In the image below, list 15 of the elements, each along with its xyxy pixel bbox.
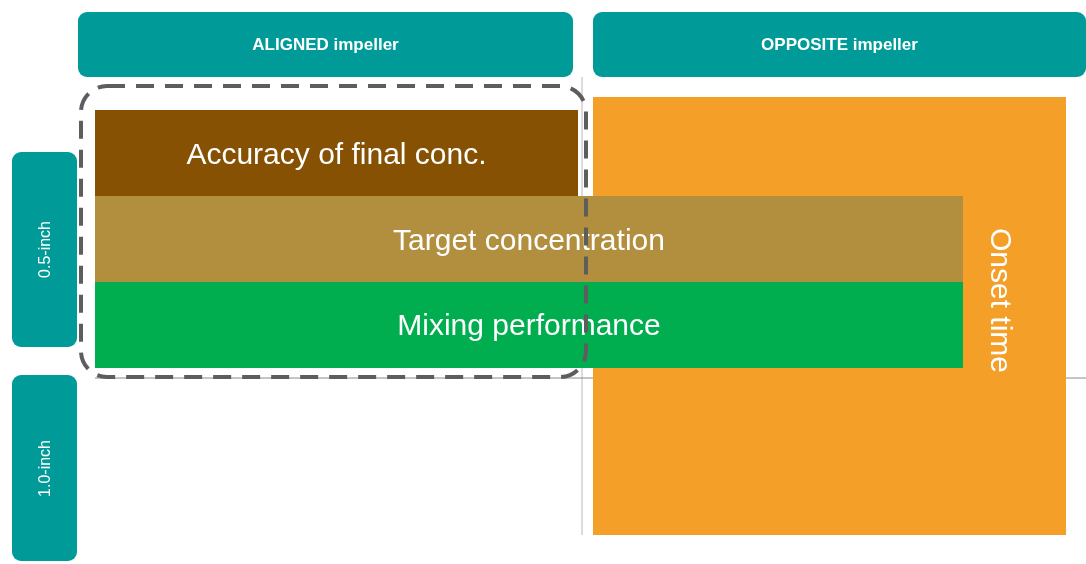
region-bar: [95, 282, 963, 368]
label-text: OPPOSITE impeller: [761, 34, 918, 55]
column-header: [78, 12, 573, 77]
label-text: 1.0-inch: [35, 439, 54, 497]
row-header: [12, 375, 77, 561]
label-text: ALIGNED impeller: [252, 34, 399, 55]
label-text: Target concentration: [393, 222, 665, 257]
region-bar: [95, 196, 963, 283]
label-text: 0.5-inch: [35, 221, 54, 278]
label-text: Accuracy of final conc.: [186, 136, 487, 171]
region-bar: [95, 110, 578, 197]
column-header: [593, 12, 1086, 77]
row-header: [12, 152, 77, 347]
label-text: Mixing performance: [397, 308, 661, 342]
label-text: Onset time: [984, 228, 1018, 374]
